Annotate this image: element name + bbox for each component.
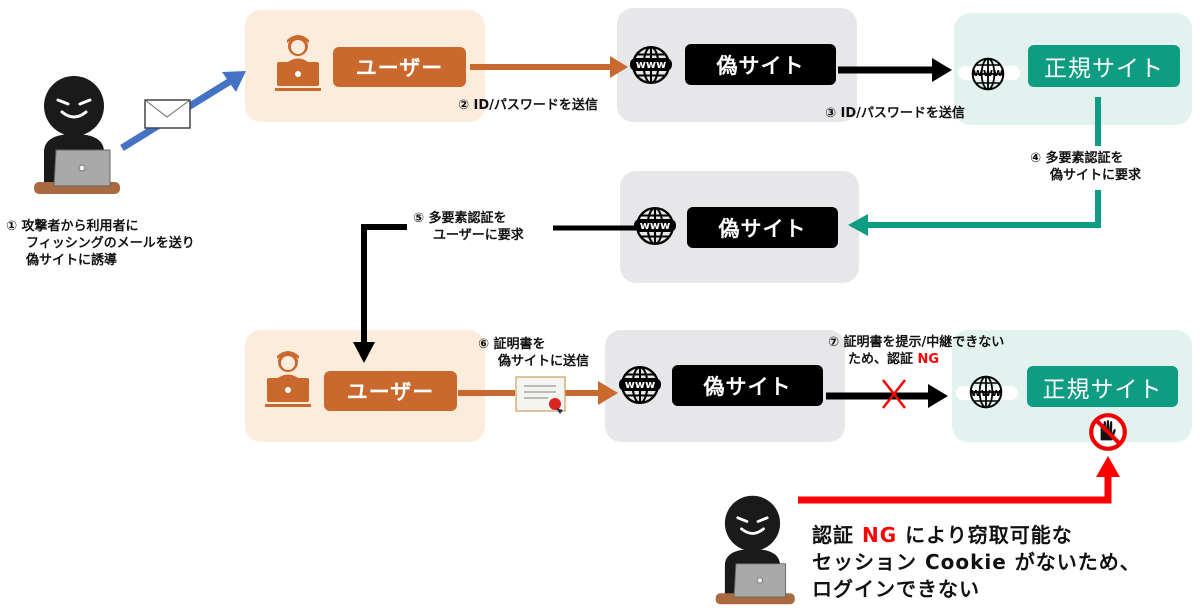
- ng-label: NG: [917, 352, 940, 367]
- www-label: www: [972, 66, 1004, 79]
- step7-note: ⑦ 証明書を提示/中継できない ため、認証 NG: [828, 335, 1005, 367]
- legit-site-label-top: 正規サイト: [1028, 45, 1180, 87]
- step6-note: ⑥ 証明書を 偽サイトに送信: [478, 337, 590, 369]
- www-label: www: [970, 386, 1002, 399]
- attacker-icon: [32, 74, 122, 196]
- cross-icon: [882, 379, 906, 409]
- step4-note: ④ 多要素認証を 偽サイトに要求: [1030, 151, 1142, 183]
- attacker-icon-bottom: [714, 494, 797, 606]
- envelope-icon: [144, 99, 191, 129]
- www-globe-icon-bottom-legit: [956, 375, 1018, 409]
- step2-note: ② ID/パスワードを送信: [458, 98, 598, 113]
- fake-site-label-middle: 偽サイト: [687, 207, 838, 248]
- conclusion-text: 認証 NG により窃取可能な セッション Cookie がないため、 ログインで…: [812, 523, 1141, 601]
- www-label: www: [634, 219, 676, 232]
- user-label-top: ユーザー: [333, 47, 466, 87]
- step5-note: ⑤ 多要素認証を ユーザーに要求: [413, 211, 524, 243]
- phishing-arrowhead: [222, 71, 246, 92]
- legit-site-label-bottom: 正規サイト: [1027, 366, 1178, 407]
- user-laptop-icon-bottom: [265, 351, 311, 407]
- conclusion-ng: NG: [861, 523, 898, 547]
- step3-note: ③ ID/パスワードを送信: [825, 106, 965, 121]
- www-globe-icon-top-legit: [958, 57, 1020, 91]
- www-label: www: [630, 58, 672, 71]
- www-label: www: [619, 378, 661, 391]
- stop-hand-icon: [1091, 415, 1125, 449]
- user-laptop-icon-top: [275, 35, 321, 91]
- user-label-bottom: ユーザー: [324, 371, 457, 411]
- certificate-icon: [515, 376, 566, 414]
- step1-note: ① 攻撃者から利用者に フィッシングのメールを送り 偽サイトに誘導: [6, 219, 195, 268]
- fake-site-label-bottom: 偽サイト: [672, 365, 823, 406]
- fake-site-label-top: 偽サイト: [685, 44, 836, 85]
